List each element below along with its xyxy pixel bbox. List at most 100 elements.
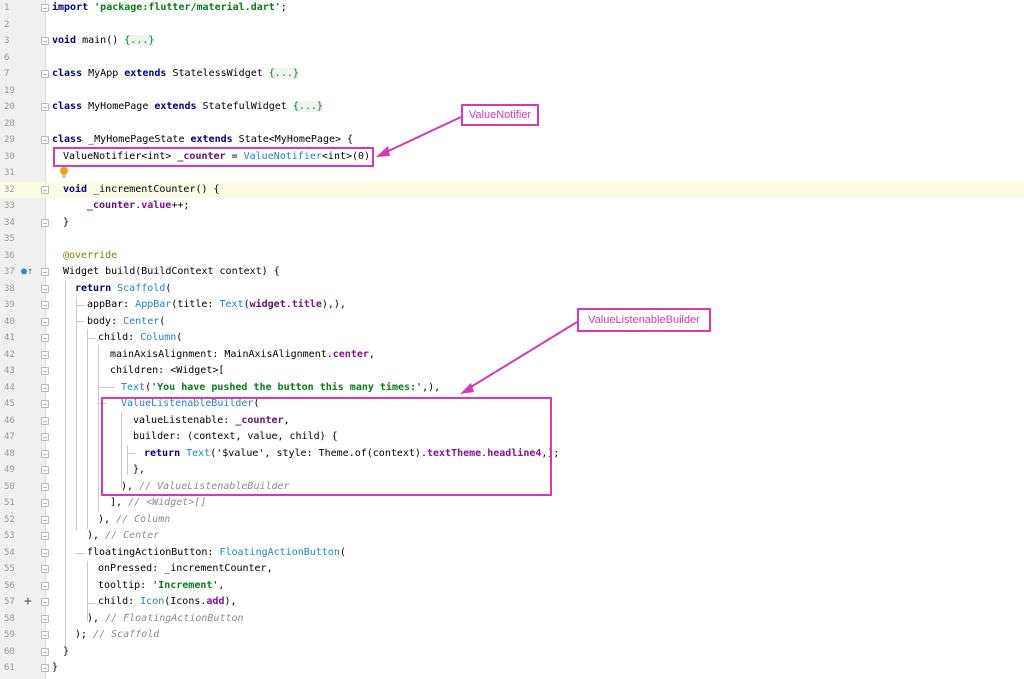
code-token: ),: [98, 513, 117, 525]
code-token: Column: [140, 332, 177, 343]
line-number: 58: [4, 613, 15, 624]
code-token: @override: [63, 249, 118, 261]
fold-icon[interactable]: [41, 136, 49, 144]
code-text: child: Icon(Icons.add),: [98, 594, 237, 610]
fold-icon[interactable]: [41, 433, 49, 441]
code-token: body:: [87, 315, 124, 327]
line-number: 43: [4, 366, 15, 376]
code-token: ValueNotifier<int>: [63, 150, 178, 162]
code-token: appBar:: [87, 299, 136, 310]
code-token: // FloatingActionButton: [105, 612, 244, 624]
fold-icon[interactable]: [41, 499, 49, 507]
code-token: {...}: [124, 35, 155, 46]
code-token: void: [63, 183, 88, 195]
code-token: 'package:flutter/material.dart': [94, 2, 281, 13]
fold-icon[interactable]: [41, 482, 49, 491]
line-number: 49: [4, 465, 15, 475]
line-number: 3: [4, 36, 10, 46]
fold-icon[interactable]: [41, 383, 49, 392]
fold-icon[interactable]: [41, 416, 49, 425]
fold-icon[interactable]: [41, 284, 49, 293]
code-line: 39 appBar: AppBar(title: Text(widget.titl…: [0, 297, 1024, 313]
fold-icon[interactable]: [41, 647, 49, 656]
fold-icon[interactable]: [41, 466, 49, 474]
line-number: 45: [4, 399, 15, 409]
add-icon[interactable]: +: [24, 594, 32, 609]
code-token: (title:: [171, 299, 220, 310]
line-number: 32: [4, 184, 15, 195]
fold-icon[interactable]: [41, 631, 49, 639]
line-number: 50: [4, 481, 15, 492]
fold-icon[interactable]: [41, 532, 49, 540]
code-token: (: [243, 299, 250, 310]
code-token: Widget build(BuildContext context) {: [63, 266, 280, 277]
line-number: 2: [4, 19, 10, 30]
code-line: 28: [0, 116, 1024, 132]
code-token: }: [52, 662, 59, 673]
code-token: (: [165, 282, 172, 294]
code-token: child:: [98, 332, 141, 343]
fold-icon[interactable]: [41, 548, 49, 557]
line-number: 39: [4, 300, 15, 310]
override-marker-icon[interactable]: ●↑: [21, 266, 34, 277]
code-token: import: [52, 2, 89, 13]
line-number: 53: [4, 531, 15, 541]
code-token: class: [52, 68, 83, 79]
code-line: 51], // <Widget>[]: [0, 495, 1024, 511]
fold-icon[interactable]: [41, 70, 49, 78]
fold-icon[interactable]: [41, 268, 49, 276]
fold-icon[interactable]: [41, 565, 49, 573]
code-line: 19: [0, 83, 1024, 99]
code-token: (: [253, 398, 260, 409]
code-text: import 'package:flutter/material.dart';: [52, 0, 287, 16]
fold-icon[interactable]: [41, 4, 49, 12]
code-text: appBar: AppBar(title: Text(widget.title)…: [87, 297, 346, 313]
line-number: 46: [4, 415, 15, 426]
fold-icon[interactable]: [41, 103, 49, 111]
fold-icon[interactable]: [41, 334, 49, 342]
lightbulb-icon[interactable]: [60, 167, 68, 178]
fold-icon[interactable]: [41, 614, 49, 623]
fold-icon[interactable]: [41, 449, 49, 458]
line-number: 6: [4, 52, 10, 63]
code-text: children: <Widget>[: [110, 363, 224, 379]
fold-icon[interactable]: [41, 218, 49, 227]
indent-guide: [76, 553, 84, 554]
fold-icon[interactable]: [41, 37, 49, 45]
fold-icon[interactable]: [41, 598, 49, 606]
code-line: 58), // FloatingActionButton: [0, 611, 1024, 627]
fold-icon[interactable]: [41, 400, 49, 408]
code-token: <int>(0);: [321, 150, 377, 162]
line-number: 51: [4, 498, 15, 508]
code-token: .: [135, 200, 142, 211]
code-token: value: [141, 200, 172, 211]
indent-guide: [87, 561, 88, 621]
fold-icon[interactable]: [41, 664, 49, 672]
indent-guide: [127, 453, 135, 454]
code-text: onPressed: _incrementCounter,: [98, 561, 273, 577]
line-number: 59: [4, 630, 15, 640]
fold-icon[interactable]: [41, 367, 49, 375]
fold-icon[interactable]: [41, 185, 49, 194]
indent-guide: [87, 329, 88, 529]
fold-icon[interactable]: [41, 515, 49, 524]
indent-guide: [76, 321, 84, 322]
fold-icon[interactable]: [41, 317, 49, 326]
code-line: 61}: [0, 660, 1024, 676]
code-text: return Scaffold(: [75, 281, 171, 297]
fold-icon[interactable]: [41, 301, 49, 309]
code-token: Text: [121, 381, 146, 393]
code-token: (: [159, 315, 166, 327]
fold-icon[interactable]: [41, 350, 49, 359]
fold-icon[interactable]: [41, 581, 49, 590]
code-text: valueListenable: _counter,: [133, 413, 290, 429]
indent-guide: [127, 445, 128, 475]
line-number: 52: [4, 514, 15, 525]
code-token: (: [176, 332, 183, 343]
